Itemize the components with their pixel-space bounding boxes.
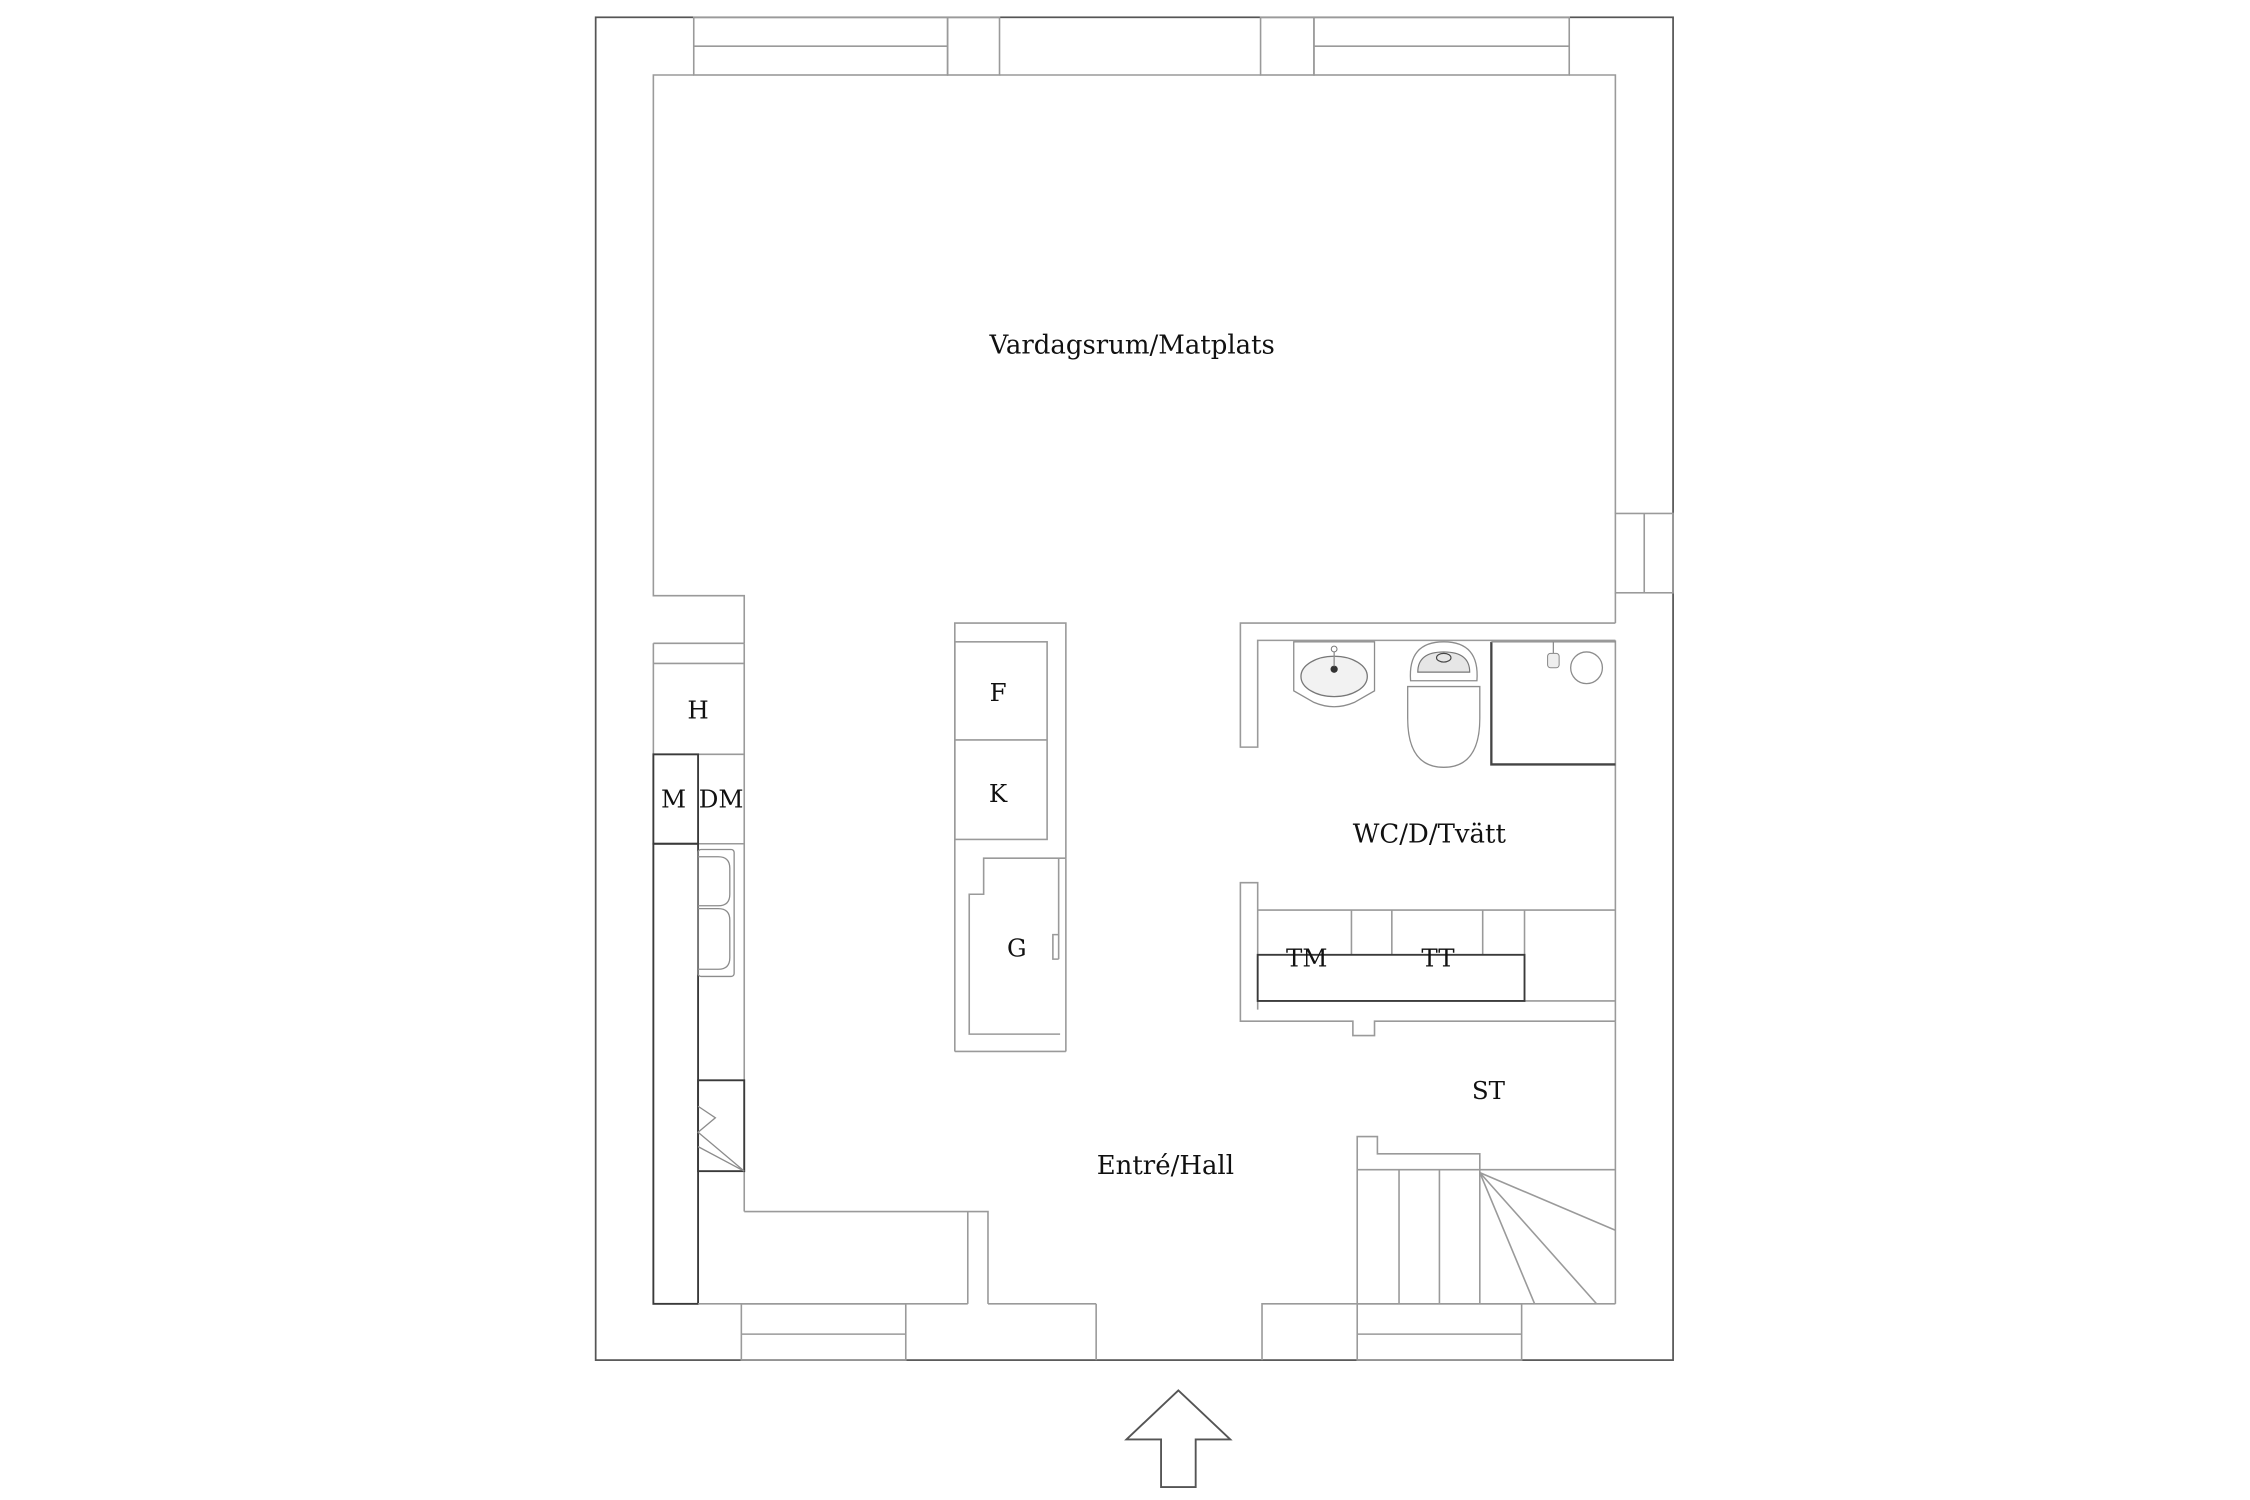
room-label-bathroom: WC/D/Tvätt	[1353, 819, 1507, 849]
inner-wall-kitchen-return	[744, 1210, 989, 1304]
fixture-label-hood: H	[687, 695, 708, 724]
top-window-right	[1259, 16, 1571, 76]
staircase	[1356, 1021, 1617, 1305]
inner-wall-top-right	[1569, 74, 1617, 514]
fixture-label-storage: ST	[1472, 1076, 1506, 1105]
room-label-entry: Entré/Hall	[1097, 1151, 1234, 1181]
fixture-label-fridge: F	[990, 678, 1007, 707]
island-cabinet	[954, 622, 1067, 1053]
fixture-label-dishwasher: DM	[699, 785, 744, 814]
fixture-label-wardrobe: G	[1007, 933, 1027, 962]
kitchen-sink	[697, 848, 735, 978]
shower	[1490, 641, 1616, 766]
fixture-label-freezer: K	[989, 779, 1008, 808]
top-window-left	[692, 16, 1001, 76]
toilet	[1407, 641, 1481, 768]
fixture-label-washer: TM	[1286, 943, 1327, 972]
bathroom-walls	[1239, 622, 1617, 1037]
outer-wall	[594, 16, 1674, 1361]
fixture-label-dryer: TT	[1421, 943, 1455, 972]
right-window	[1614, 512, 1674, 594]
bottom-window-left	[740, 1303, 907, 1361]
entrance-arrow-icon	[1124, 1389, 1233, 1488]
bottom-window-right	[1356, 1303, 1523, 1361]
inner-wall-top-left	[652, 74, 746, 644]
dishwasher-block	[697, 1079, 746, 1173]
kitchen-counter	[652, 642, 746, 1305]
fixture-label-microwave: M	[661, 785, 686, 814]
bathroom-sink	[1293, 641, 1376, 708]
room-label-living: Vardagsrum/Matplats	[989, 330, 1275, 360]
entry-pier-right	[1261, 1303, 1358, 1361]
